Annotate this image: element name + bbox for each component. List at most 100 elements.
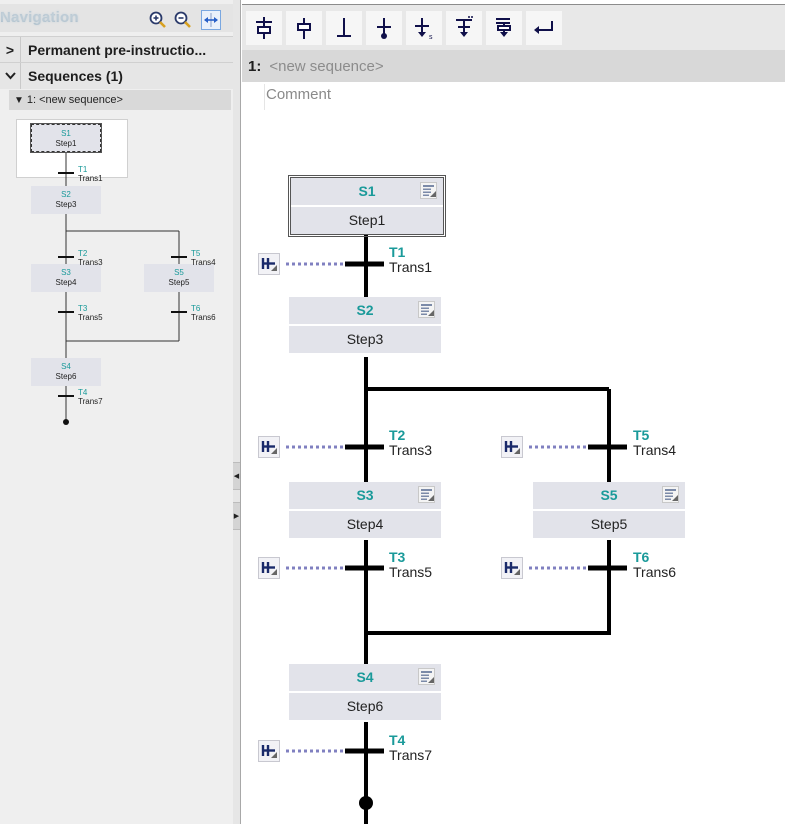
action-table-icon[interactable] [418, 668, 435, 685]
transition-condition-icon[interactable] [501, 557, 523, 579]
overview-transition-t2[interactable]: T2 Trans3 [78, 249, 103, 267]
transition-t5[interactable]: T5 Trans4 [633, 428, 676, 458]
step-name: Step1 [55, 139, 77, 148]
step-s3[interactable]: S3 Step4 [289, 482, 441, 538]
sequence-title-bar[interactable]: 1: <new sequence> [242, 50, 785, 82]
expand-right-button[interactable]: ▶ [233, 502, 240, 530]
insert-transition-button[interactable] [326, 11, 362, 45]
step-s4[interactable]: S4 Step6 [289, 664, 441, 720]
navigation-header: Navigation [0, 4, 233, 32]
transition-t3[interactable]: T3 Trans5 [389, 550, 432, 580]
svg-text:s: s [429, 34, 433, 41]
step-id: S5 [174, 268, 184, 277]
step-header: S3 [289, 482, 441, 511]
transition-id: T1 [389, 244, 406, 260]
overview-step-s4[interactable]: S4 Step6 [31, 358, 101, 386]
transition-t6[interactable]: T6 Trans6 [633, 550, 676, 580]
arrow-right-icon: ▶ [233, 513, 240, 520]
overview-step-s3[interactable]: S3 Step4 [31, 264, 101, 292]
graph-toolbar: s [242, 4, 785, 51]
transition-condition-icon[interactable] [501, 436, 523, 458]
transition-name: Trans4 [633, 442, 677, 458]
overview-diagram[interactable]: S1 Step1 S2 Step3 S3 Step4 S5 Step5 S4 S… [0, 110, 233, 450]
transition-name: Trans3 [389, 442, 433, 458]
transition-name: Trans6 [191, 313, 216, 322]
jump-icon: s [415, 18, 433, 41]
action-table-icon[interactable] [418, 301, 435, 318]
step-s1[interactable]: S1 Step1 [288, 175, 446, 237]
step-name: Step3 [346, 331, 384, 347]
triangle-down-icon: ▼ [14, 94, 24, 106]
sequence-end-button[interactable] [366, 11, 402, 45]
overview-step-s1[interactable]: S1 Step1 [30, 123, 102, 153]
transition-t1[interactable]: T1 Trans1 [389, 245, 432, 275]
fit-width-icon [204, 13, 218, 27]
nav-sequence-item[interactable]: ▼ 1: <new sequence> [9, 90, 231, 110]
overview-step-s2[interactable]: S2 Step3 [31, 186, 101, 214]
insert-step-and-transition-button[interactable] [246, 11, 282, 45]
panel-splitter[interactable]: ◀ ▶ [233, 0, 241, 824]
navigation-title: Navigation [0, 9, 79, 26]
action-table-icon[interactable] [662, 486, 679, 503]
collapse-left-button[interactable]: ◀ [233, 462, 240, 490]
transition-id: T6 [191, 304, 201, 313]
step-id: S5 [600, 487, 618, 503]
step-name: Step4 [55, 278, 77, 287]
overview-transition-t3[interactable]: T3 Trans5 [78, 304, 103, 322]
overview-step-s5[interactable]: S5 Step5 [144, 264, 214, 292]
zoom-in-icon [149, 11, 166, 28]
transition-id: T5 [191, 249, 201, 258]
simultaneous-branch-button[interactable] [486, 11, 522, 45]
transition-id: T2 [389, 427, 406, 443]
transition-condition-icon[interactable] [258, 436, 280, 458]
transition-name: Trans7 [78, 397, 103, 406]
overview-transition-t4[interactable]: T4 Trans7 [78, 388, 103, 406]
zoom-out-button[interactable] [173, 10, 193, 30]
nav-sequence-item-label: 1: <new sequence> [26, 94, 123, 106]
sequence-end-icon [377, 18, 391, 39]
alternative-branch-icon [456, 16, 473, 37]
chevron-right-icon[interactable]: > [0, 37, 21, 63]
fit-width-button[interactable] [201, 10, 221, 30]
transition-t2[interactable]: T2 Trans3 [389, 428, 432, 458]
transition-condition-icon[interactable] [258, 557, 280, 579]
sequence-name[interactable]: <new sequence> [269, 57, 384, 75]
overview-transition-t5[interactable]: T5 Trans4 [191, 249, 216, 267]
jump-to-step-button[interactable]: s [406, 11, 442, 45]
sequence-end-dot [359, 796, 373, 810]
simultaneous-branch-icon [496, 18, 511, 37]
transition-condition-icon[interactable] [258, 740, 280, 762]
transition-condition-icon[interactable] [258, 253, 280, 275]
close-branch-button[interactable] [526, 11, 562, 45]
nav-row-sequences[interactable]: Sequences (1) [0, 62, 233, 89]
sequence-comment[interactable]: Comment [266, 86, 332, 103]
step-id: S3 [61, 268, 71, 277]
action-table-icon[interactable] [418, 486, 435, 503]
step-name: Step5 [168, 278, 190, 287]
sequence-number: 1: [248, 57, 262, 75]
insert-step-button[interactable] [286, 11, 322, 45]
step-name: Step4 [346, 516, 384, 532]
zoom-out-icon [174, 11, 191, 28]
diagram-connections [286, 232, 627, 824]
action-table-icon[interactable] [420, 182, 437, 199]
arrow-left-icon: ◀ [233, 473, 240, 480]
nav-row-permanent-pre-instructions[interactable]: > Permanent pre-instructio... [0, 36, 233, 63]
alternative-branch-button[interactable] [446, 11, 482, 45]
overview-transition-t1[interactable]: T1 Trans1 [78, 165, 103, 183]
step-s5[interactable]: S5 Step5 [533, 482, 685, 538]
transition-t4[interactable]: T4 Trans7 [389, 733, 432, 763]
step-id: S2 [61, 190, 71, 199]
step-s2[interactable]: S2 Step3 [289, 297, 441, 353]
step-id: S3 [356, 487, 374, 503]
zoom-in-button[interactable] [148, 10, 168, 30]
transition-name: Trans7 [389, 747, 433, 763]
step-id: S4 [61, 362, 71, 371]
overview-transition-t6[interactable]: T6 Trans6 [191, 304, 216, 322]
nav-row-label: Permanent pre-instructio... [28, 42, 207, 58]
step-id: S1 [358, 183, 376, 199]
transition-name: Trans3 [78, 258, 103, 267]
chevron-down-icon[interactable] [0, 63, 21, 89]
transition-name: Trans4 [191, 258, 216, 267]
step-id: S4 [356, 669, 374, 685]
